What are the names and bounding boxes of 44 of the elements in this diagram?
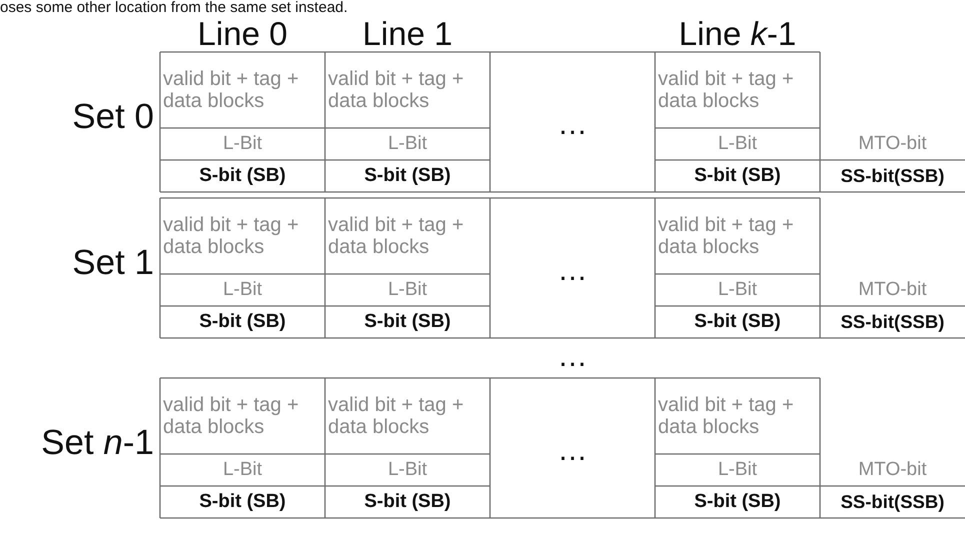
ellipsis: … (556, 338, 588, 374)
cell-text: valid bit + tag + data blocks (657, 67, 795, 114)
cell-text: SS-bit(SSB) (840, 490, 946, 514)
cell-text: valid bit + tag + data blocks (327, 213, 465, 260)
cell-text: L-Bit (716, 132, 758, 156)
cell-text: valid bit + tag + data blocks (162, 67, 300, 114)
cell-text: L-Bit (386, 132, 428, 156)
cell-text: valid bit + tag + data blocks (657, 393, 795, 440)
cell-text: SS-bit(SSB) (840, 164, 946, 188)
ellipsis: … (556, 432, 588, 468)
column-header: Line 0 (196, 16, 288, 52)
cell-text: S-bit (SB) (363, 490, 452, 514)
cell-text: S-bit (SB) (198, 310, 287, 334)
cell-text: L-Bit (386, 458, 428, 482)
cell-text: MTO-bit (857, 278, 928, 302)
ellipsis: … (556, 252, 588, 288)
cell-text: S-bit (SB) (198, 164, 287, 188)
note-text: oses some other location from the same set instead. (0, 0, 349, 17)
cell-text: valid bit + tag + data blocks (327, 67, 465, 114)
cell-text: MTO-bit (857, 132, 928, 156)
row-header: Set 0 (71, 96, 155, 138)
cell-text: valid bit + tag + data blocks (327, 393, 465, 440)
row-header: Set n-1 (40, 422, 155, 464)
ellipsis: … (556, 106, 588, 142)
column-header: Line k-1 (678, 16, 798, 52)
cell-text: SS-bit(SSB) (840, 310, 946, 334)
cell-text: L-Bit (716, 458, 758, 482)
cell-text: L-Bit (222, 132, 264, 156)
cell-text: valid bit + tag + data blocks (162, 213, 300, 260)
cell-text: L-Bit (716, 278, 758, 302)
cell-text: L-Bit (222, 458, 264, 482)
cell-text: MTO-bit (857, 458, 928, 482)
cell-text: S-bit (SB) (363, 310, 452, 334)
cell-text: S-bit (SB) (693, 164, 782, 188)
column-header: Line 1 (362, 16, 454, 52)
cell-text: S-bit (SB) (198, 490, 287, 514)
cell-text: S-bit (SB) (363, 164, 452, 188)
cell-text: L-Bit (386, 278, 428, 302)
cell-text: valid bit + tag + data blocks (657, 213, 795, 260)
cell-text: S-bit (SB) (693, 490, 782, 514)
cell-text: S-bit (SB) (693, 310, 782, 334)
cell-text: L-Bit (222, 278, 264, 302)
row-header: Set 1 (71, 242, 155, 284)
cell-text: valid bit + tag + data blocks (162, 393, 300, 440)
